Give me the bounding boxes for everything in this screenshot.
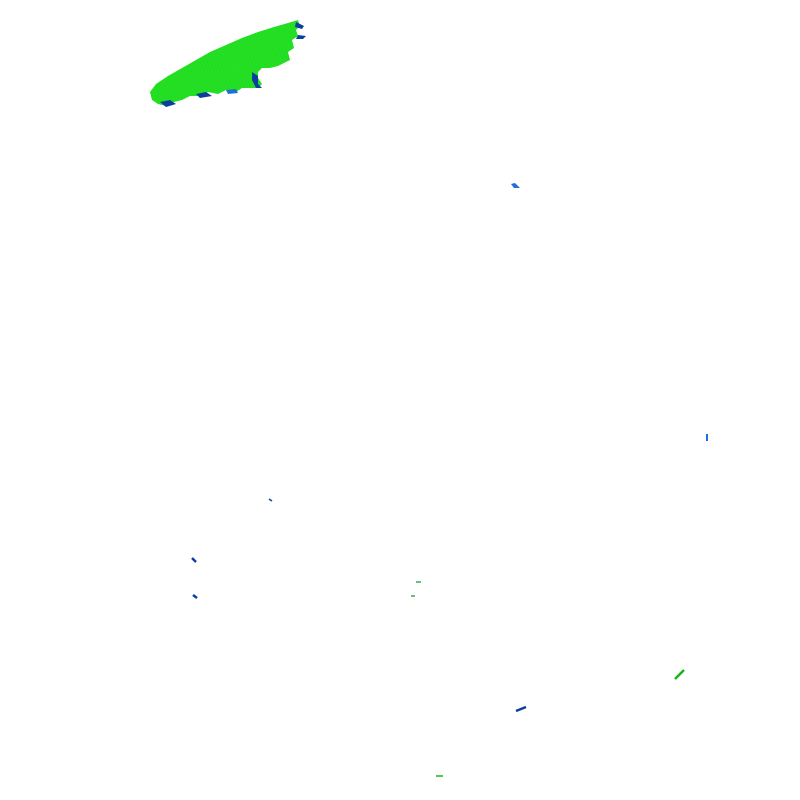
echo-east [706, 434, 708, 441]
echo-south-center [515, 705, 527, 713]
echo-west-1 [191, 557, 197, 563]
precip-band-edge-sw [160, 100, 176, 107]
precip-band-edge-inner [252, 72, 262, 88]
precip-band-edge-s2 [226, 89, 238, 94]
precip-band-edge-s [196, 92, 212, 98]
echo-southeast [674, 669, 685, 680]
precip-band-edge-ne [295, 22, 304, 29]
precip-band-northwest [150, 20, 306, 107]
precip-band-body [150, 20, 300, 106]
precip-band-edge-e [296, 35, 306, 39]
echo-north-center [511, 183, 520, 188]
echo-center-west [268, 498, 273, 502]
echo-west-2 [192, 594, 198, 599]
